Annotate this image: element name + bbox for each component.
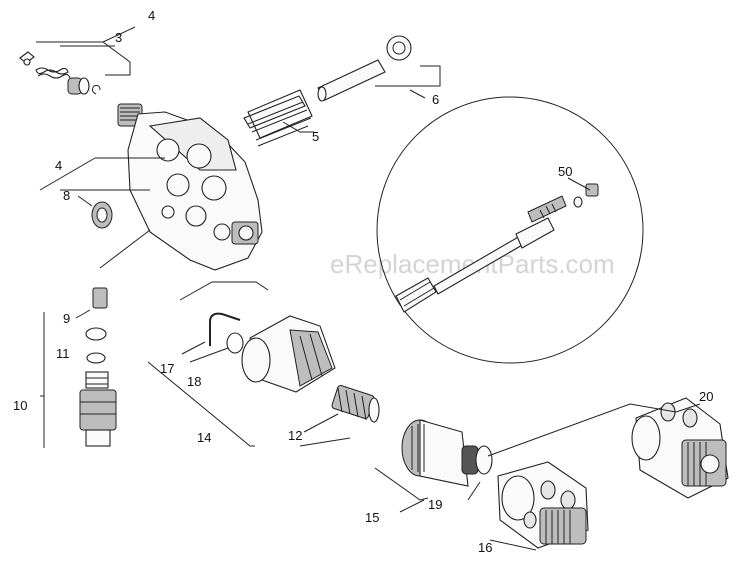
socket-coupler-part [497,461,589,549]
leader-6b [409,89,426,99]
leader-14b [299,437,351,447]
leader-17 [181,341,206,355]
coupler-part [241,315,336,393]
callout-5: 5 [312,129,319,144]
callout-17: 17 [160,361,174,376]
callout-3: 3 [115,30,122,45]
callout-6: 6 [432,92,439,107]
leader-10-bracket [40,312,45,448]
leader-18 [189,347,229,363]
callout-8: 8 [63,188,70,203]
outer-coupler-part [631,397,729,499]
callout-4-top: 4 [148,8,155,23]
piston-part [317,35,412,102]
callout-12: 12 [288,428,302,443]
leader-9 [99,229,151,269]
leader-19 [467,481,481,501]
pump-head-part [117,103,263,271]
callout-19: 19 [428,497,442,512]
leader-6 [375,65,441,87]
callout-labels: 4 3 6 5 4 8 50 9 11 10 17 18 14 12 15 19… [13,8,713,555]
leader-14-line [147,361,255,447]
seal-ring-part [91,201,113,229]
leader-50 [567,177,591,191]
leader-20 [487,403,701,457]
quick-connector-part [401,419,493,487]
callout-9: 9 [63,311,70,326]
leader-top-14 [179,281,269,301]
filter-part [331,384,380,423]
callout-16: 16 [478,540,492,555]
callout-50: 50 [558,164,572,179]
detail-inset-circle [376,96,644,364]
callout-4-left: 4 [55,158,62,173]
wand-part [395,183,599,313]
leader-15-bracket [374,467,429,501]
spring-part [243,89,313,147]
callout-11: 11 [56,346,70,361]
callout-14: 14 [197,430,211,445]
valve-assembly-part [79,287,117,447]
leader-4-left [39,157,165,191]
leader-5 [282,121,314,133]
callout-15: 15 [365,510,379,525]
leader-16 [489,539,537,551]
valve-parts-group [19,51,101,95]
callout-10: 10 [13,398,27,413]
leader-8 [77,195,93,207]
leader-12 [303,413,339,433]
leader-9b [75,309,91,319]
leader-15 [399,499,425,513]
callout-18: 18 [187,374,201,389]
clip-part [209,312,244,354]
callout-20: 20 [699,389,713,404]
leader-lines-top-left [36,26,136,76]
